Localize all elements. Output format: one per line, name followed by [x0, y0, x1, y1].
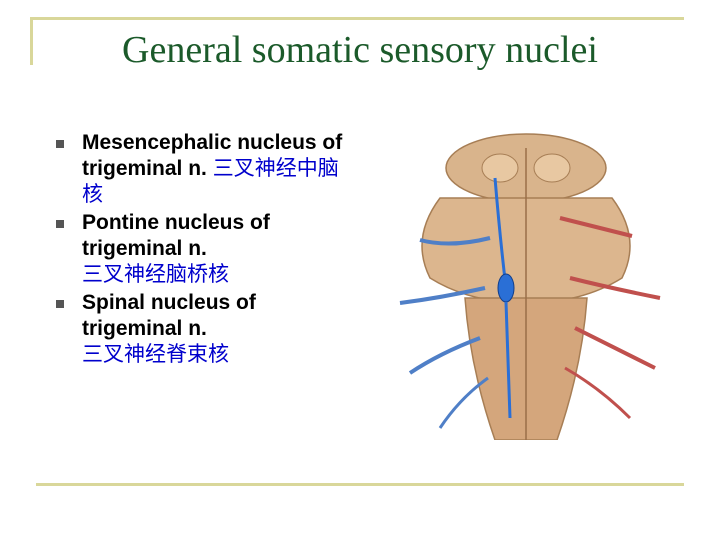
- bullet-text-en: Mesencephalic nucleus of trigeminal n.: [82, 131, 343, 180]
- bullet-item: Spinal nucleus of trigeminal n. 三叉神经脊束核: [56, 290, 356, 368]
- colliculus-left: [481, 153, 519, 183]
- bullet-text-en: Pontine nucleus of trigeminal n.: [82, 211, 270, 260]
- bullet-text-zh: 三叉神经中脑核: [82, 157, 339, 206]
- blue-nerve-left-1: [419, 236, 491, 246]
- red-nerve-right-4: [564, 366, 632, 420]
- brainstem-illustration: [399, 133, 661, 440]
- frame-bottom-line: [36, 483, 684, 486]
- bullet-item: Pontine nucleus of trigeminal n. 三叉神经脑桥核: [56, 210, 356, 288]
- slide-title: General somatic sensory nuclei: [122, 29, 598, 71]
- bullet-text-zh: 三叉神经脊束核: [82, 343, 229, 366]
- frame-left-line: [30, 17, 33, 65]
- blue-nerve-left-3: [408, 336, 481, 375]
- red-nerve-right-2: [569, 276, 661, 300]
- bullet-item: Mesencephalic nucleus of trigeminal n. 三…: [56, 130, 356, 208]
- red-nerve-right-3: [574, 326, 656, 370]
- bullet-square-icon: [56, 220, 64, 228]
- bullet-text-zh: 三叉神经脑桥核: [82, 263, 229, 286]
- bullet-text-en: Spinal nucleus of trigeminal n.: [82, 291, 256, 340]
- bullet-square-icon: [56, 300, 64, 308]
- bullet-list: Mesencephalic nucleus of trigeminal n. 三…: [56, 130, 356, 370]
- frame-top-line: [30, 17, 684, 20]
- red-nerve-right-1: [559, 216, 633, 238]
- spinal-nucleus-line: [504, 301, 512, 419]
- colliculus-right: [533, 153, 571, 183]
- blue-nerve-left-4: [438, 376, 489, 429]
- pontine-nucleus: [497, 273, 515, 303]
- bullet-square-icon: [56, 140, 64, 148]
- blue-nerve-left-2: [399, 286, 486, 305]
